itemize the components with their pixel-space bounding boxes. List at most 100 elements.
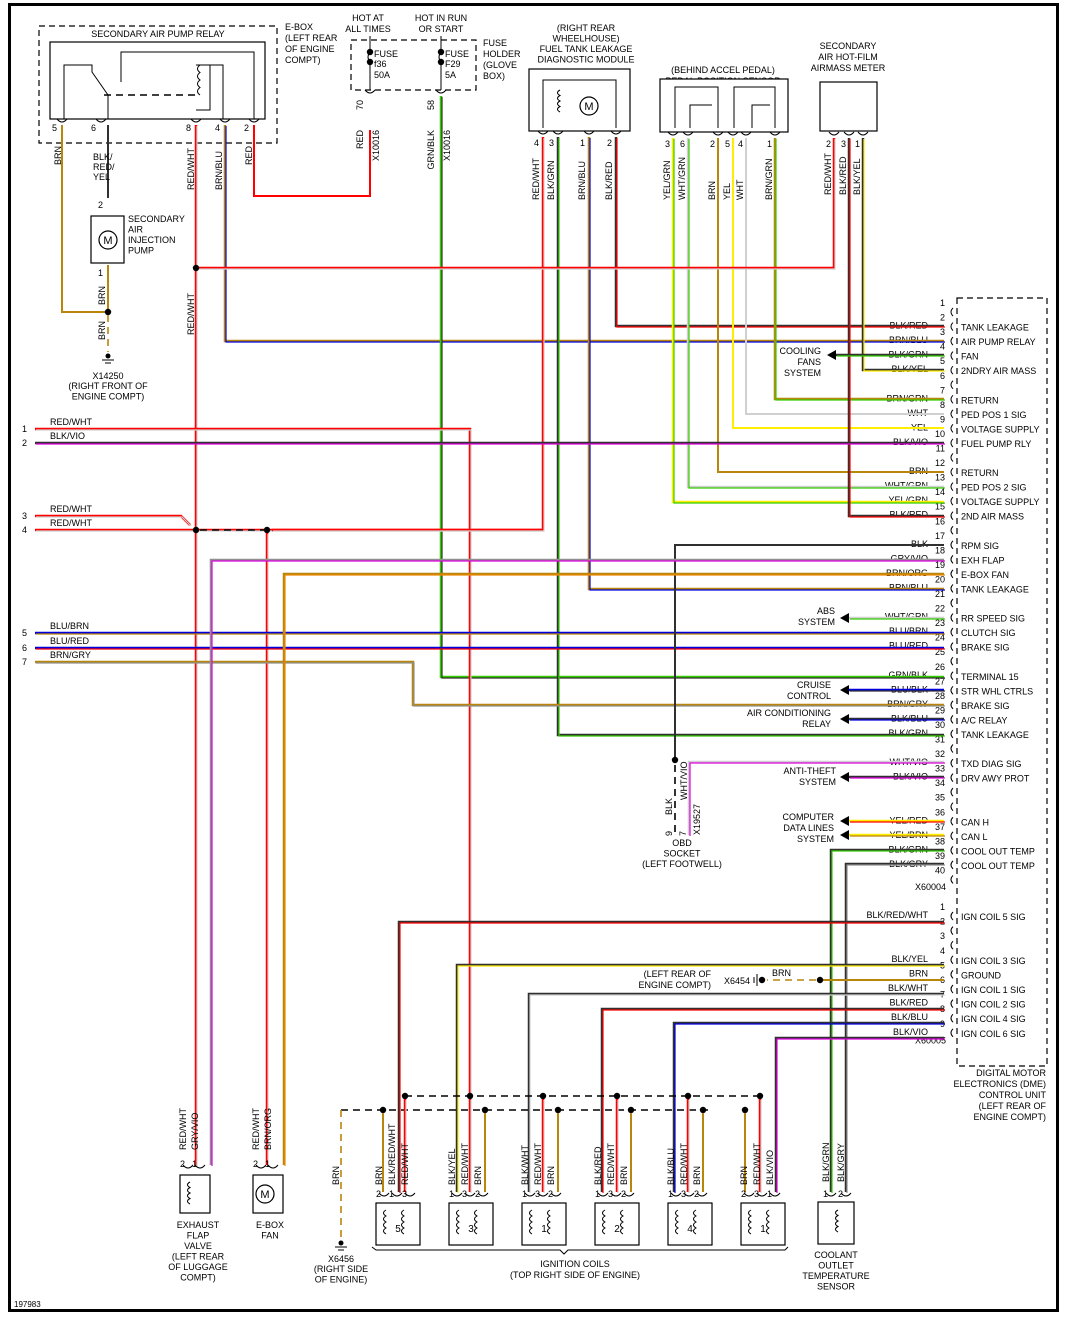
fuse-id: F29: [445, 59, 461, 69]
dme-pin-terminal-icon: [950, 860, 954, 870]
ignition-coils-title: IGNITION COILS: [540, 1259, 610, 1269]
dme-pin-terminal-icon: [950, 940, 954, 950]
airmass-meter-box: [819, 81, 878, 132]
external-system-label: SYSTEM: [784, 368, 821, 378]
dme-pin-function: E-BOX FAN: [961, 570, 1009, 580]
coil-pin-icon: [743, 1192, 755, 1197]
wire-airmass-pin1: [861, 138, 944, 372]
coil-pin-number: 2: [475, 1189, 480, 1199]
dme-pin-function: VOLTAGE SUPPLY: [961, 497, 1040, 507]
wire-label: BRN: [546, 1166, 556, 1185]
splice-dot: [684, 1092, 692, 1100]
pedal-pin-icon: [682, 131, 694, 136]
wire-label: BRN: [692, 1166, 702, 1185]
pedal-pin-icon: [667, 131, 679, 136]
dme-pin-function: RETURN: [961, 395, 999, 405]
dme-pin-number: 36: [935, 807, 945, 817]
wire-airmass-pin3: [847, 138, 944, 518]
airmass-pin-icon: [828, 131, 840, 136]
dme-pin-terminal-icon: [950, 845, 954, 855]
relay-pin-number: 2: [244, 123, 249, 133]
ground-location: OF ENGINE): [315, 1275, 368, 1285]
splice-dot: [816, 976, 824, 984]
splice-dot: [756, 1092, 764, 1100]
dme-pin-number: 32: [935, 749, 945, 759]
wire-label: WHT/VIO: [679, 762, 689, 801]
dme-pin-terminal-icon: [950, 744, 954, 753]
dme-pin-terminal-icon: [950, 700, 954, 710]
exhaust-flap-title: COMPT): [180, 1273, 216, 1283]
pedal-pin-icon: [712, 131, 724, 136]
dme-pin-terminal-icon: [950, 642, 954, 652]
ebox-fan-pin-icon: [267, 1164, 279, 1169]
dme-pin-number: 11: [936, 444, 945, 454]
ignition-coil-primary-icon: [529, 1209, 533, 1235]
dme-pin-terminal-icon: [950, 729, 954, 739]
wire-label: BLK/RED: [604, 161, 614, 200]
splice-dot: [554, 1106, 562, 1114]
dme-pin-terminal-icon: [950, 569, 954, 579]
dme-pin-number: 21: [935, 589, 945, 599]
dme-pin-function: FAN: [961, 352, 979, 362]
fuel-module-motor-icon: [579, 96, 599, 116]
dme-connector-id: X60004: [915, 882, 946, 892]
external-system-label: RELAY: [802, 719, 831, 729]
ignition-coil-primary-icon: [456, 1209, 460, 1235]
fuel-module-title: FUEL TANK LEAKAGE: [540, 44, 633, 54]
splice-dot: [671, 756, 679, 764]
coolant-pin-number: 1: [823, 1189, 828, 1199]
dme-pin-terminal-icon: [950, 816, 954, 826]
injection-pump-title: PUMP: [128, 246, 154, 256]
ground-location: ENGINE COMPT): [72, 392, 145, 402]
relay-pin-number: 4: [215, 123, 220, 133]
wire-left-7-stripe: [36, 662, 945, 707]
wire-label: BLK/YEL: [852, 158, 862, 195]
dme-pin-function: GROUND: [961, 970, 1001, 980]
ignition-coils-brace: [371, 1246, 789, 1255]
left-connector-number: 7: [22, 657, 27, 667]
dme-pin-function: TERMINAL 15: [961, 672, 1019, 682]
obd-pin: 9: [664, 831, 674, 836]
coolant-sensor-title: TEMPERATURE: [802, 1271, 869, 1281]
injection-pump-title: INJECTION: [128, 235, 176, 245]
fuel-module-pin-icon: [537, 130, 549, 135]
wire-label: RED/: [93, 162, 115, 172]
ignition-coil-primary-icon: [675, 1209, 679, 1235]
exhaust-flap-valve-pin-icon: [182, 1164, 194, 1169]
wire-label: BRN: [97, 321, 107, 340]
fuse-pin: 58: [426, 100, 436, 110]
external-system-label: CONTROL: [787, 691, 831, 701]
connector-id: X10016: [442, 130, 452, 161]
dme-pin-number: 22: [935, 604, 945, 614]
fuel-module-pin-number: 4: [534, 138, 539, 148]
dme-pin-number: 7: [940, 385, 945, 395]
fuel-module-title: (RIGHT REAR: [557, 23, 616, 33]
airmass-meter-title: SECONDARY: [820, 41, 877, 51]
wire-coolant-pin1-stripe: [831, 850, 945, 1193]
ignition-coil-primary-icon: [383, 1209, 387, 1235]
splice-dot: [741, 1106, 749, 1114]
coil-pin-number: 3: [535, 1189, 540, 1199]
ignition-coil-secondary-icon: [693, 1209, 697, 1235]
dme-pin-terminal-icon: [950, 831, 954, 841]
pedal-pin-number: 3: [665, 139, 670, 149]
fuse-feed-label: HOT IN RUN: [415, 13, 467, 23]
external-system-label: SYSTEM: [798, 617, 835, 627]
dme-wire-label: WHT/GRN: [885, 481, 928, 491]
dme-pin-number: 14: [935, 487, 945, 497]
left-connector-number: 6: [22, 643, 27, 653]
dme-pin-terminal-icon: [950, 336, 954, 346]
wire-fuse-f29-stripe: [441, 97, 945, 679]
fuse-dot: [437, 58, 445, 66]
wire-label: BLK/VIO: [765, 1150, 775, 1185]
exhaust-flap-title: VALVE: [184, 1241, 212, 1251]
dme-pin-function: IGN COIL 4 SIG: [961, 1014, 1026, 1024]
wire-fuel-pin2: [614, 137, 944, 328]
dme-wire-label: BLK/RED/WHT: [866, 910, 928, 920]
dme-pin-number: 8: [940, 400, 945, 410]
dme-wire-label: GRY/VIO: [891, 553, 928, 563]
dme-pin-number: 27: [935, 676, 945, 686]
exhaust-flap-valve-pin-icon: [194, 1164, 206, 1169]
dme-pin-terminal-icon: [950, 554, 954, 564]
dme-pin-terminal-icon: [950, 984, 954, 994]
